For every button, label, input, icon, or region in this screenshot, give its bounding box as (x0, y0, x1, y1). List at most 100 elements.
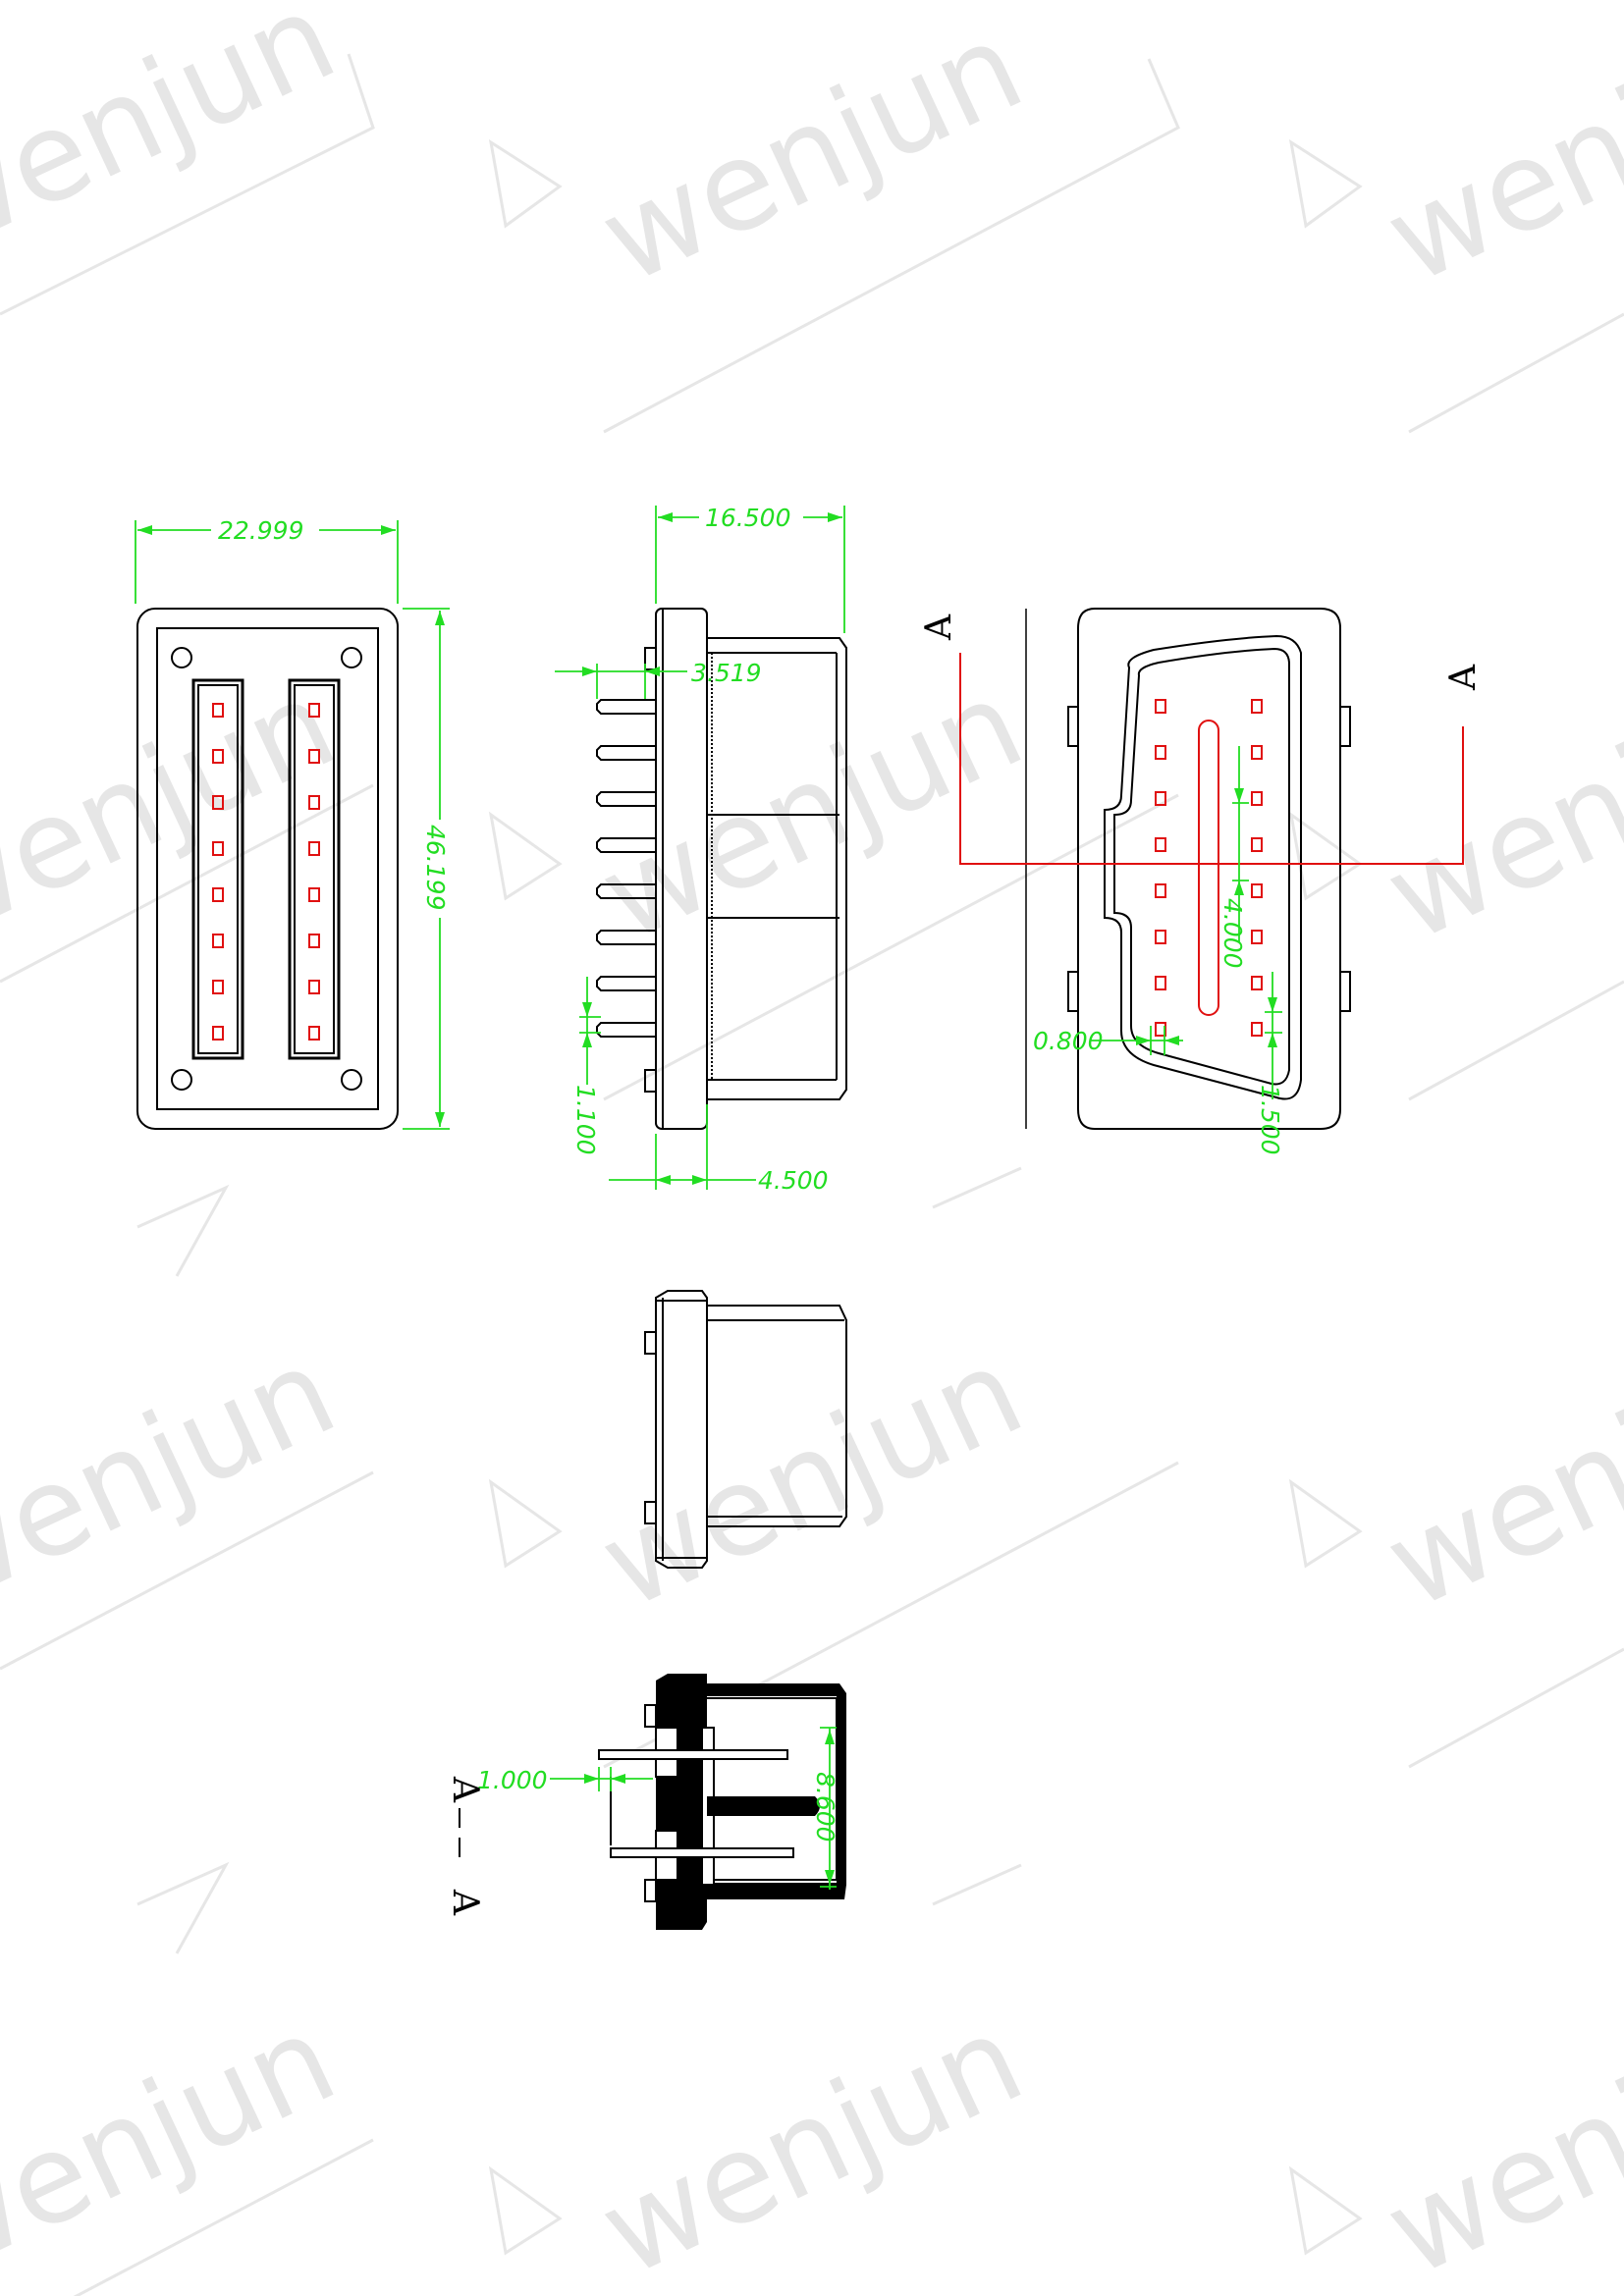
section-cut-line (959, 653, 1464, 865)
watermark-text: wenjun (1366, 653, 1624, 969)
section-depth-dimension-label: 8.600 (811, 1772, 839, 1842)
front-pin-contact (308, 887, 320, 902)
watermark-shape (1288, 1478, 1624, 1769)
side-pin-stub (596, 837, 656, 853)
watermark-3: wenjun (1288, 0, 1624, 434)
front-pin-contact (212, 1026, 224, 1041)
pin-row-right-inner (294, 684, 335, 1054)
end-pin-contact (1155, 791, 1166, 806)
end-pin-contact (1251, 930, 1263, 944)
side-latch-top (644, 647, 657, 670)
pin-row-right-outer (288, 678, 341, 1060)
watermark-shape (73, 2138, 374, 2296)
end-pin-contact (1251, 1022, 1263, 1037)
center-slot (1198, 720, 1219, 1016)
front-outer-body (136, 608, 399, 1130)
end-latch-right-top (1339, 706, 1351, 747)
end-latch-right-bottom (1339, 971, 1351, 1012)
top-body (707, 1305, 847, 1527)
side-pin-stub (596, 883, 656, 899)
pin-width-arrows (582, 1002, 592, 1047)
watermark-7: wenjun (0, 1320, 374, 1954)
mounting-hole-bottom-right (341, 1069, 362, 1091)
front-pin-grid (212, 703, 320, 1041)
end-pin-contact (1155, 930, 1166, 944)
front-pin-contact (308, 841, 320, 856)
watermark-text: wenjun (1366, 1988, 1624, 2296)
end-pin-contact (1251, 699, 1263, 714)
top-flange (655, 1290, 708, 1569)
watermark-text: wenjun (0, 1988, 355, 2296)
front-pin-contact (308, 934, 320, 948)
end-pin-contact (1155, 883, 1166, 898)
end-pin-contact (1155, 976, 1166, 990)
watermark-2: wenjun (488, 0, 1180, 434)
watermark-11: wenjun (488, 1988, 1043, 2296)
mounting-hole-top-left (171, 647, 192, 668)
side-pin-stub (596, 699, 656, 715)
front-pin-contact (212, 749, 224, 764)
section-cavity-outline (707, 1697, 838, 1881)
front-pin-contact (212, 795, 224, 810)
end-pin-contact (1251, 976, 1263, 990)
side-flange (655, 608, 708, 1130)
end-pin-contact (1155, 837, 1166, 852)
side-body (707, 637, 847, 1100)
watermark-shape (488, 793, 1179, 1209)
end-latch-left-top (1067, 706, 1079, 747)
mounting-hole-bottom-left (171, 1069, 192, 1091)
width-dimension-label: 22.999 (218, 516, 303, 545)
side-pin-stub (596, 930, 656, 945)
side-view: 16.500 3.519 1.100 4.500 (555, 504, 847, 1195)
section-label-bottom: A (445, 1889, 485, 1916)
flange-dimension-label: 4.500 (758, 1166, 829, 1195)
section-pin-dimension-label: 1.000 (477, 1766, 548, 1794)
watermark-shape (1288, 138, 1624, 434)
watermark-10: wenjun (0, 1988, 374, 2296)
front-view: 22.999 46.199 (135, 516, 450, 1130)
side-latch-bottom (644, 1069, 657, 1093)
section-pin-lower (610, 1847, 794, 1858)
front-pin-contact (212, 841, 224, 856)
watermark-text: wenjun (0, 0, 355, 282)
watermark-1: wenjun (0, 0, 375, 316)
front-pin-contact (308, 703, 320, 718)
watermark-text: wenjun (580, 0, 1043, 311)
section-flange-recesses (655, 1727, 678, 1881)
watermark-shape (1288, 2165, 1363, 2256)
watermark-shape (0, 1470, 374, 1954)
watermark-12: wenjun (1288, 1988, 1624, 2296)
section-view: 1.000 8.600 A A (445, 1674, 846, 1930)
watermark-text: wenjun (1366, 1320, 1624, 1636)
front-pin-contact (212, 980, 224, 994)
watermark-text: wenjun (580, 1988, 1043, 2296)
end-housing-outer (1104, 634, 1302, 1100)
side-pin-stub (596, 745, 656, 761)
pin-width-dimension-label: 1.100 (571, 1085, 600, 1155)
pin-size-dimension-label: 1.500 (1256, 1085, 1284, 1155)
height-dimension-label: 46.199 (421, 825, 450, 910)
end-pin-contact (1155, 1022, 1166, 1037)
top-latch-bottom (644, 1501, 657, 1524)
pin-row-left-outer (191, 678, 244, 1060)
end-pin-contact (1251, 837, 1263, 852)
watermark-shape (488, 58, 1180, 434)
front-pin-contact (308, 1026, 320, 1041)
watermark-text: wenjun (1366, 0, 1624, 311)
top-view (644, 1290, 847, 1569)
pin-gap-arrows (1136, 1036, 1179, 1045)
pin-row-left-inner (197, 684, 239, 1054)
front-pin-contact (212, 934, 224, 948)
watermark-shape (488, 2165, 563, 2256)
flange-arrows (656, 1175, 707, 1185)
front-pin-contact (308, 795, 320, 810)
section-center-blade (707, 1796, 820, 1816)
depth-dimension-label: 16.500 (705, 504, 790, 532)
end-pin-contact (1155, 699, 1166, 714)
side-pin-stubs (596, 699, 656, 1038)
front-pin-contact (212, 703, 224, 718)
watermark-shape (0, 53, 375, 316)
section-pin-arrows (584, 1774, 625, 1784)
front-pin-contact (308, 980, 320, 994)
